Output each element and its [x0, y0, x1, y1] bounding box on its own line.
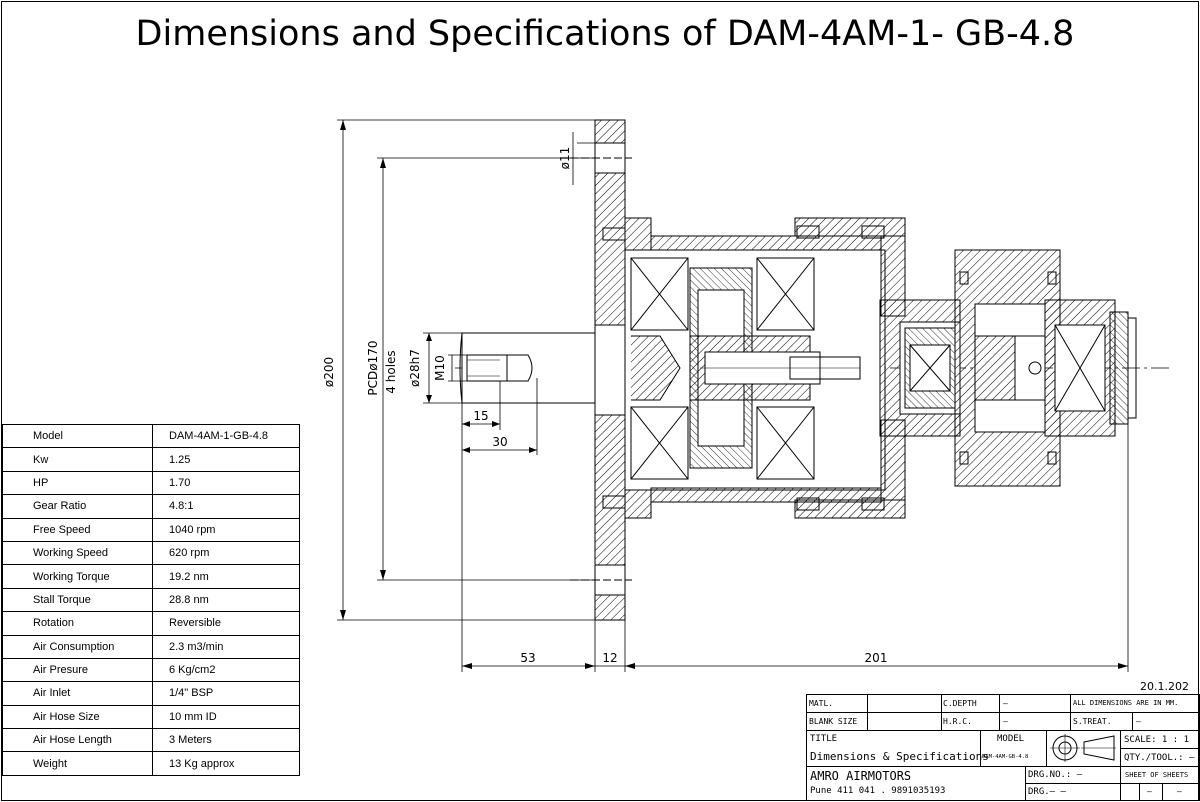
all-dimensions-note: ALL DIMENSIONS ARE IN MM. — [1073, 699, 1179, 707]
company-name: AMRO AIRMOTORS — [810, 769, 912, 783]
dim-53: 53 — [520, 651, 535, 665]
projection-symbol-icon — [1050, 734, 1116, 762]
hrc-value: – — [1003, 717, 1008, 726]
dim-30: 30 — [492, 435, 507, 449]
matl-label: MATL. — [809, 699, 834, 708]
dim-pcd: PCDø170 — [366, 340, 380, 395]
dimension-lines — [337, 119, 1129, 672]
sheet-number: – — [1147, 787, 1152, 796]
sheet-total: – — [1177, 787, 1182, 796]
blank-size-label: BLANK SIZE — [809, 717, 858, 726]
dim-12: 12 — [602, 651, 617, 665]
model-value: DAM-4AM-GB-4.8 — [982, 754, 1029, 760]
dimension-arrows — [340, 120, 1128, 669]
output-shaft — [459, 332, 596, 404]
hrc-label: H.R.C. — [943, 717, 972, 726]
c-depth-value: – — [1003, 699, 1008, 708]
drawing-date: 20.1.202 — [1140, 680, 1189, 693]
drg-label: DRG.– – — [1028, 787, 1066, 797]
title-label: TITLE — [810, 734, 838, 744]
page-title: Dimensions and Specifications of DAM-4AM… — [135, 14, 1075, 54]
model-label: MODEL — [997, 734, 1025, 744]
dim-m10: M10 — [433, 355, 447, 381]
qty-label: QTY./TOOL.: – — [1124, 753, 1195, 763]
sheet-label: SHEET OF SHEETS — [1125, 771, 1189, 779]
dim-d11: ø11 — [558, 147, 572, 170]
dim-d28: ø28h7 — [408, 349, 422, 387]
gear-housing-1 — [602, 217, 906, 519]
company-address: Pune 411 041 . 9891035193 — [810, 786, 946, 796]
title-block: MATL. BLANK SIZE C.DEPTH – H.R.C. – ALL … — [806, 694, 1200, 801]
title-value: Dimensions & Specifications — [810, 750, 989, 763]
gear-housing-2 — [879, 249, 1137, 487]
c-depth-label: C.DEPTH — [943, 699, 977, 708]
dim-201: 201 — [865, 651, 888, 665]
scale-label: SCALE: 1 : 1 — [1124, 735, 1190, 745]
mounting-flange — [570, 119, 632, 621]
dim-d200: ø200 — [322, 357, 336, 387]
s-treat-value: – — [1136, 717, 1141, 726]
drg-no-label: DRG.NO.: – — [1028, 770, 1083, 780]
s-treat-label: S.TREAT. — [1073, 717, 1112, 726]
dim-holes: 4 holes — [384, 350, 398, 393]
dim-15: 15 — [473, 409, 488, 423]
